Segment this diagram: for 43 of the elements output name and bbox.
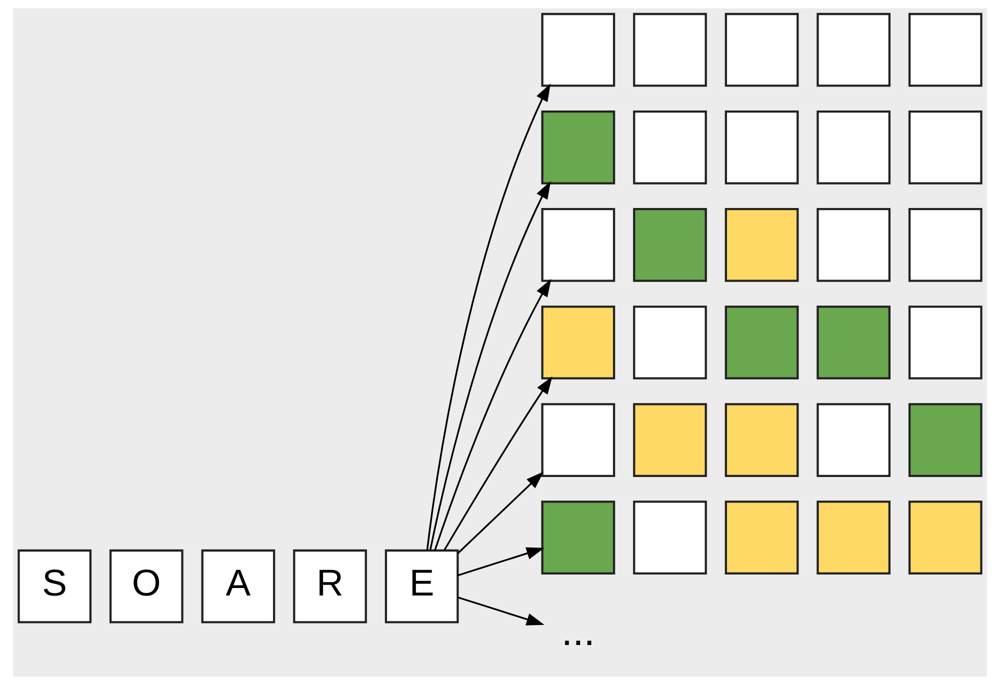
- node-box: [633, 110, 707, 184]
- node-box: [633, 306, 707, 380]
- node-box: [633, 500, 707, 575]
- arrow: [429, 181, 551, 550]
- arrow: [457, 596, 544, 626]
- node-box: [724, 306, 799, 380]
- node-box: [724, 208, 799, 282]
- node-box: [816, 306, 891, 380]
- node-box: [908, 306, 982, 380]
- arrow: [444, 376, 552, 550]
- node-box: [541, 500, 616, 575]
- arrow: [457, 471, 544, 554]
- node-box: [908, 500, 982, 575]
- node-box: [908, 110, 982, 184]
- arrow: [457, 547, 544, 576]
- arrow: [426, 83, 551, 551]
- node-box: [633, 403, 707, 477]
- node-box: [816, 208, 891, 282]
- node-box: R: [293, 549, 367, 624]
- node-box: [633, 12, 707, 87]
- node-box: [724, 110, 799, 184]
- node-box: [908, 12, 982, 87]
- node-box: E: [384, 549, 459, 624]
- node-box: [541, 12, 616, 87]
- node-box: O: [109, 549, 184, 624]
- node-box: [908, 403, 982, 477]
- node-box: [633, 208, 707, 282]
- node-box: [816, 500, 891, 575]
- node-box: [816, 110, 891, 184]
- node-box: S: [18, 549, 92, 624]
- node-box: [724, 500, 799, 575]
- node-box: [541, 208, 616, 282]
- node-box: A: [201, 549, 276, 624]
- node-text: ...: [561, 609, 595, 654]
- node-box: [541, 403, 616, 477]
- arrow: [434, 278, 552, 551]
- node-box: [541, 306, 616, 380]
- node-box: [724, 403, 799, 477]
- node-box: [724, 12, 799, 87]
- node-box: [908, 208, 982, 282]
- node-box: [541, 110, 616, 184]
- node-box: [816, 12, 891, 87]
- node-box: [816, 403, 891, 477]
